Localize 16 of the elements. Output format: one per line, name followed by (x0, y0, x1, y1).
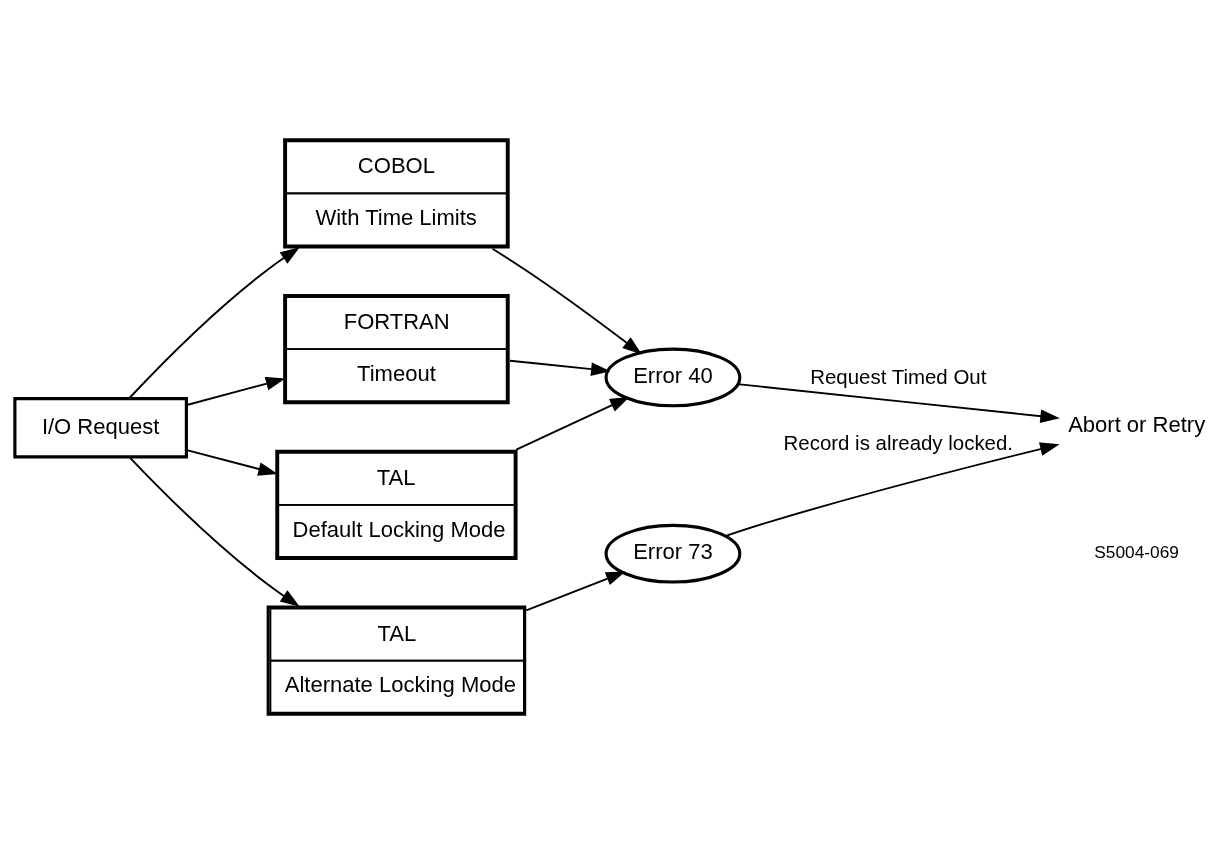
arrow (128, 455, 300, 607)
node-box: I/O Request (13, 396, 188, 458)
edge-label: Request Timed Out (810, 364, 987, 388)
arrow (128, 246, 300, 399)
label: S5004-069 (1094, 541, 1179, 562)
arrow (525, 571, 626, 611)
node-text: Abort or Retry (1068, 411, 1206, 437)
arrow (185, 448, 278, 476)
arrow (724, 441, 1060, 537)
arrow (491, 247, 642, 354)
arrow (509, 359, 611, 376)
arrow (736, 382, 1060, 423)
arrow (515, 396, 630, 451)
edge-label: Record is already locked. (783, 430, 1014, 454)
arrow (185, 376, 286, 406)
node-ellipse: Error 40 (604, 347, 742, 407)
